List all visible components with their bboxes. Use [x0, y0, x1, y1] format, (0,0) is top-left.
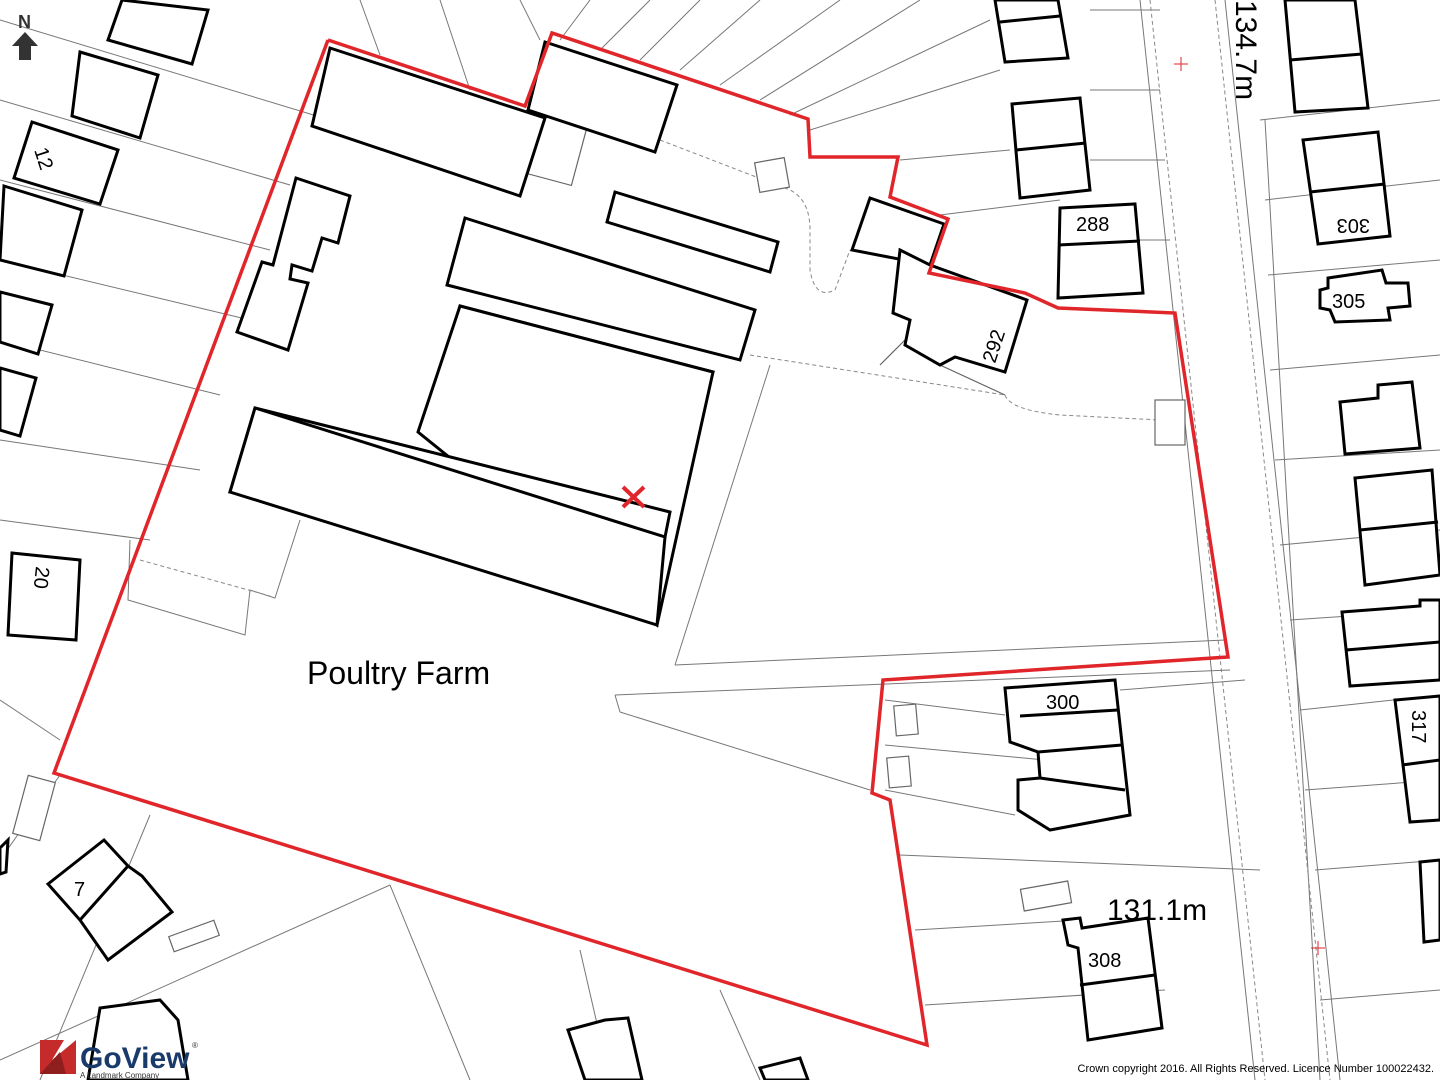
house-number-300: 300	[1046, 692, 1079, 714]
survey-marks	[1174, 57, 1325, 955]
goview-logo: GoView ® A Landmark Company	[40, 1040, 198, 1080]
svg-text:N: N	[18, 12, 31, 32]
house-number-20: 20	[29, 565, 53, 589]
house-number-317: 317	[1407, 710, 1429, 743]
house-number-303: 303	[1337, 214, 1370, 236]
house-number-288: 288	[1076, 214, 1109, 236]
house-number-305: 305	[1332, 291, 1365, 313]
copyright-notice: Crown copyright 2016. All Rights Reserve…	[1078, 1063, 1434, 1075]
house-number-308: 308	[1088, 950, 1121, 972]
svg-text:A Landmark Company: A Landmark Company	[80, 1071, 159, 1080]
svg-text:GoView: GoView	[80, 1042, 190, 1075]
house-number-7: 7	[74, 879, 85, 901]
site-label: Poultry Farm	[307, 655, 490, 691]
cross-marker-icon	[621, 485, 646, 509]
spot-height-north: 134.7m	[1229, 0, 1262, 100]
north-arrow-icon: N	[12, 12, 38, 60]
site-boundary	[51, 30, 1231, 1048]
spot-height-south: 131.1m	[1107, 894, 1207, 927]
svg-text:®: ®	[192, 1041, 198, 1050]
minor-structures	[11, 113, 1186, 953]
